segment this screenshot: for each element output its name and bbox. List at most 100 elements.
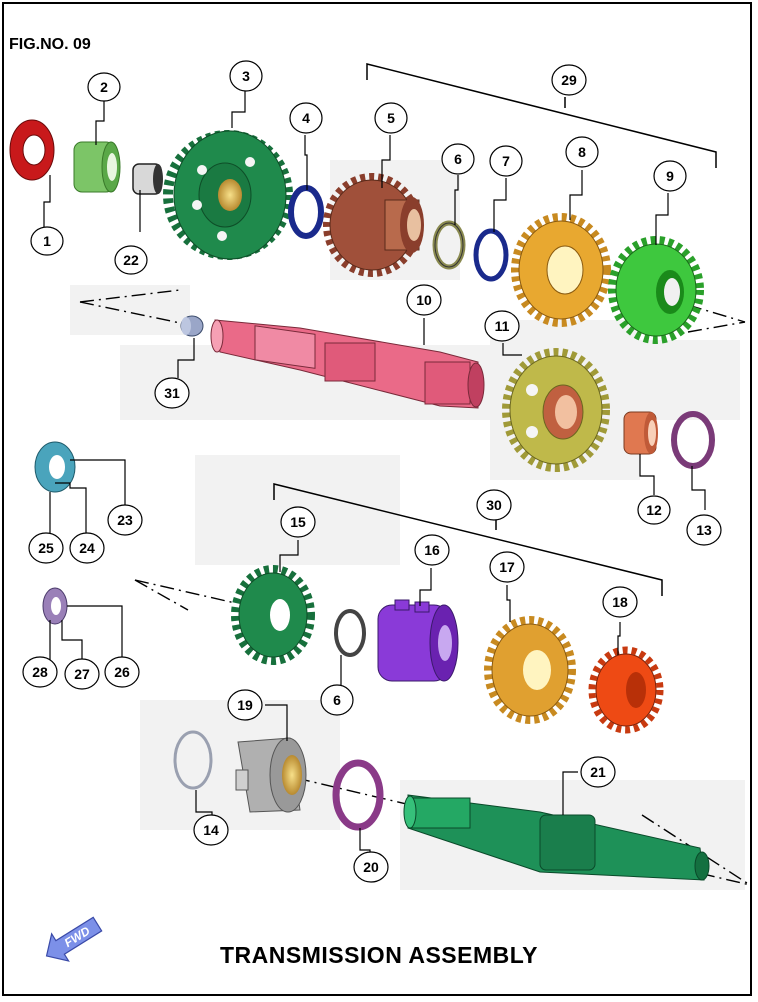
part-4-circlip — [288, 185, 324, 239]
axis-upper-left-a — [79, 289, 181, 303]
part-6-circlip-lower — [334, 609, 366, 657]
svg-text:9: 9 — [666, 168, 674, 184]
part-1-thrust-washer — [9, 119, 55, 181]
callout-31: 31 — [154, 377, 190, 409]
part-7-circlip — [473, 228, 509, 282]
svg-text:30: 30 — [486, 497, 502, 513]
svg-text:10: 10 — [416, 292, 432, 308]
part-9-gear — [608, 236, 704, 344]
svg-text:22: 22 — [123, 252, 139, 268]
part-2-bush — [73, 141, 121, 193]
bracket-30 — [273, 483, 663, 596]
callout-7: 7 — [489, 145, 523, 177]
axis-lower-left-b — [134, 579, 189, 611]
part-18-gear — [588, 646, 664, 734]
svg-text:14: 14 — [203, 822, 219, 838]
callout-27: 27 — [64, 658, 100, 690]
svg-text:18: 18 — [612, 594, 628, 610]
part-13-thrust-washer — [671, 411, 715, 469]
callout-17: 17 — [489, 551, 525, 583]
callout-23: 23 — [107, 504, 143, 536]
svg-text:3: 3 — [242, 68, 250, 84]
svg-text:21: 21 — [590, 764, 606, 780]
callout-11: 11 — [484, 310, 520, 342]
part-16-gear — [377, 599, 459, 682]
part-23-24-25-shim-washer — [34, 441, 76, 493]
svg-text:11: 11 — [495, 318, 510, 334]
callout-16: 16 — [414, 534, 450, 566]
callout-8: 8 — [565, 136, 599, 168]
part-31-cap — [180, 315, 204, 337]
callout-1: 1 — [30, 226, 64, 256]
bracket-29 — [366, 63, 717, 168]
svg-text:7: 7 — [502, 153, 510, 169]
callout-bubbles: 1 2 22 3 4 5 6 7 8 9 29 10 11 31 12 13 2… — [22, 60, 722, 883]
svg-text:25: 25 — [38, 540, 54, 556]
callout-2: 2 — [87, 72, 121, 102]
svg-text:1: 1 — [43, 233, 51, 249]
axis-lower-left-a — [134, 579, 236, 604]
svg-text:24: 24 — [79, 540, 95, 556]
callout-26: 26 — [104, 656, 140, 688]
svg-text:15: 15 — [290, 514, 306, 530]
callout-15: 15 — [280, 506, 316, 538]
callout-30: 30 — [476, 489, 512, 521]
part-15-gear — [231, 565, 315, 665]
figure-number: FIG.NO. 09 — [9, 36, 91, 53]
part-10-shaft — [210, 319, 485, 409]
svg-text:27: 27 — [74, 666, 90, 682]
callout-21: 21 — [580, 756, 616, 788]
part-14-circlip — [173, 730, 213, 790]
svg-text:16: 16 — [424, 542, 440, 558]
group-brackets — [273, 63, 717, 596]
svg-text:20: 20 — [363, 859, 379, 875]
svg-text:4: 4 — [302, 110, 310, 126]
part-11-gear — [502, 348, 610, 472]
axis-upper-left-b — [79, 301, 186, 325]
svg-text:26: 26 — [114, 664, 130, 680]
svg-text:8: 8 — [578, 144, 586, 160]
callout-5: 5 — [374, 102, 408, 134]
svg-text:2: 2 — [100, 79, 108, 95]
part-3-gear — [163, 130, 293, 260]
callout-10: 10 — [406, 284, 442, 316]
callout-3: 3 — [229, 60, 263, 92]
svg-text:23: 23 — [117, 512, 133, 528]
part-21-output-shaft — [403, 794, 710, 881]
svg-text:28: 28 — [32, 664, 48, 680]
leader-lines — [43, 91, 706, 852]
diagram-title: TRANSMISSION ASSEMBLY — [219, 942, 539, 968]
callout-9: 9 — [653, 160, 687, 192]
callout-13: 13 — [686, 514, 722, 546]
part-8-gear — [511, 213, 611, 327]
callout-18: 18 — [602, 586, 638, 618]
callout-4: 4 — [289, 102, 323, 134]
svg-text:29: 29 — [561, 72, 577, 88]
part-19-bearing-sleeve — [235, 737, 307, 813]
callout-20: 20 — [353, 851, 389, 883]
svg-text:13: 13 — [696, 522, 712, 538]
callout-19: 19 — [227, 689, 263, 721]
part-12-bush — [623, 411, 658, 455]
svg-text:17: 17 — [499, 559, 515, 575]
svg-text:5: 5 — [387, 110, 395, 126]
callout-29: 29 — [551, 64, 587, 96]
callout-12: 12 — [637, 495, 671, 525]
callout-25: 25 — [28, 532, 64, 564]
callout-28: 28 — [22, 656, 58, 688]
fwd-arrow-icon: FWD — [45, 916, 103, 962]
svg-text:31: 31 — [164, 385, 180, 401]
callout-6-upper: 6 — [441, 143, 475, 175]
svg-text:19: 19 — [237, 697, 253, 713]
svg-text:6: 6 — [333, 692, 341, 708]
part-6-circlip-upper — [432, 220, 466, 270]
part-26-27-28-shim-washer — [42, 587, 68, 625]
part-5-gear — [323, 173, 424, 277]
callout-14: 14 — [193, 814, 229, 846]
callout-6-lower: 6 — [320, 684, 354, 716]
svg-text:6: 6 — [454, 151, 462, 167]
part-17-gear — [484, 616, 576, 724]
svg-text:12: 12 — [646, 502, 662, 518]
